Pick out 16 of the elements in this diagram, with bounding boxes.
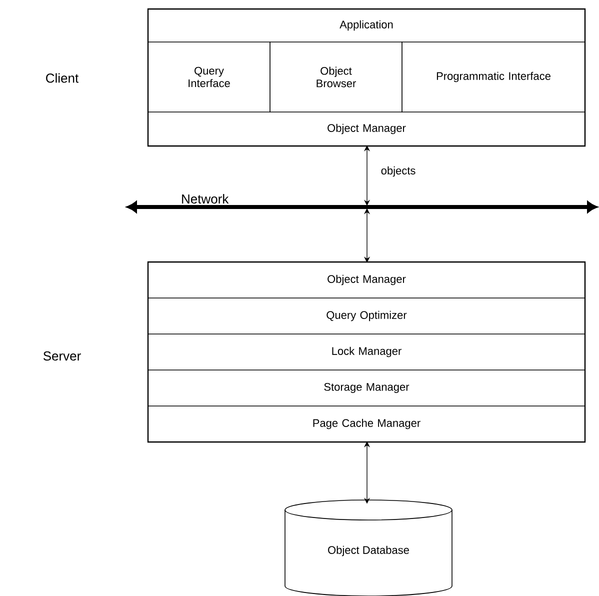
edge-label: objects: [381, 166, 416, 177]
layer-box: Query Interface: [148, 42, 270, 112]
network-line: Network: [127, 194, 597, 212]
database-cylinder: Object Database: [284, 500, 452, 596]
side-label: Server: [43, 351, 81, 361]
side-label: Client: [46, 73, 79, 83]
layer-box: Query Optimizer: [148, 298, 586, 334]
layer-box: Programmatic Interface: [402, 42, 586, 112]
layer-box: Object Manager: [148, 262, 586, 298]
node-label: Object Database: [328, 546, 409, 556]
layer-box: Application: [148, 8, 586, 42]
layer-box: Storage Manager: [148, 370, 586, 406]
layer-box: Object Browser: [270, 42, 402, 112]
layer-box: Object Manager: [148, 112, 586, 146]
layer-box: Page Cache Manager: [148, 406, 586, 442]
layer-box: Lock Manager: [148, 334, 586, 370]
